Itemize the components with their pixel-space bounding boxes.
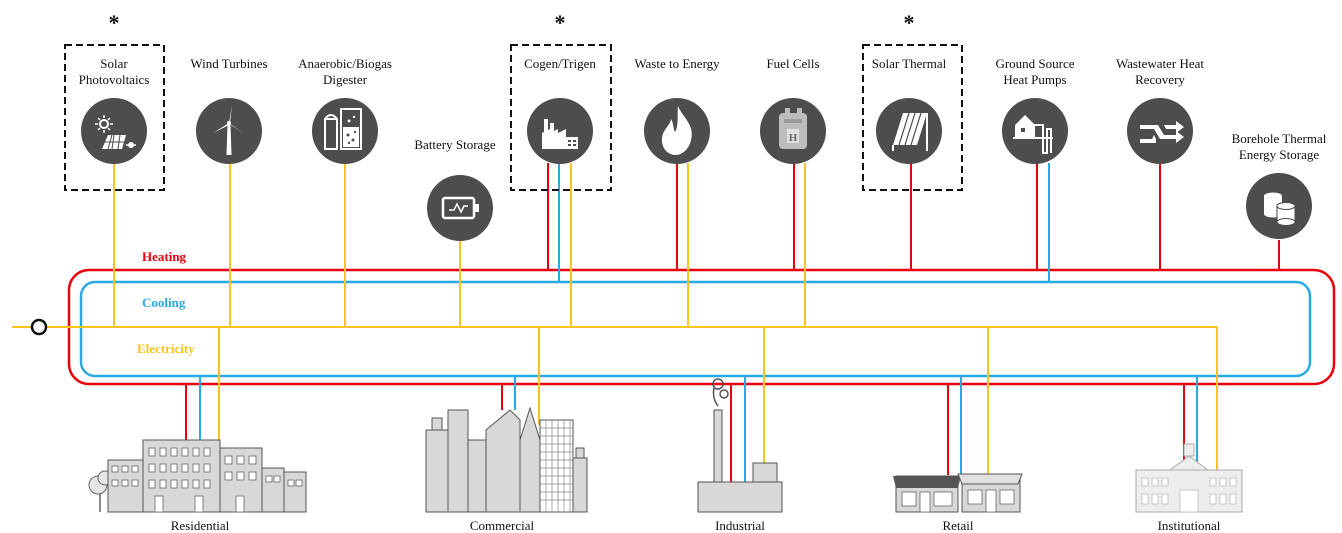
biogas-label: Anaerobic/Biogas bbox=[298, 56, 392, 71]
waste-label: Waste to Energy bbox=[634, 56, 720, 71]
solar-panel-icon bbox=[81, 98, 147, 164]
solar-pv-label-line2: Photovoltaics bbox=[79, 72, 150, 87]
cooling-loop bbox=[79, 280, 1312, 378]
gshp-label-line2: Heat Pumps bbox=[1003, 72, 1066, 87]
svg-text:H: H bbox=[789, 132, 798, 144]
solar-pv-highlight-box bbox=[64, 44, 165, 191]
solar-thermal-highlight-box bbox=[862, 44, 963, 191]
cooling-label: Cooling bbox=[142, 295, 186, 310]
solar-thermal-asterisk: * bbox=[904, 10, 915, 35]
institution-icon: Institutional bbox=[1135, 443, 1243, 533]
commercial-label: Commercial bbox=[470, 518, 535, 533]
fuel-cell-icon: H bbox=[760, 98, 826, 164]
wind-turbine-icon bbox=[196, 98, 262, 164]
heating-label: Heating bbox=[142, 249, 187, 264]
institutional-label: Institutional bbox=[1158, 518, 1221, 533]
consumer-connections bbox=[185, 327, 1218, 482]
industrial-label: Industrial bbox=[715, 518, 765, 533]
solar-pv-asterisk: * bbox=[109, 10, 120, 35]
solar-thermal-label: Solar Thermal bbox=[872, 56, 947, 71]
skyscrapers-icon: Commercial bbox=[425, 406, 588, 533]
cogen-label: Cogen/Trigen bbox=[524, 56, 596, 71]
fuelcell-label: Fuel Cells bbox=[766, 56, 819, 71]
solar-thermal-icon bbox=[876, 98, 942, 164]
grid-connection-node bbox=[30, 318, 48, 336]
retail-label: Retail bbox=[942, 518, 973, 533]
source-connections bbox=[113, 163, 1280, 327]
flame-icon bbox=[644, 98, 710, 164]
factory-icon bbox=[527, 98, 593, 164]
houses-icon: Residential bbox=[88, 439, 307, 533]
cogen-asterisk: * bbox=[555, 10, 566, 35]
storage-tanks-icon bbox=[1246, 173, 1312, 239]
industrial-plant-icon: Industrial bbox=[697, 378, 783, 533]
gshp-label: Ground Source bbox=[995, 56, 1074, 71]
biogas-label-line2: Digester bbox=[323, 72, 368, 87]
btes-label-line2: Energy Storage bbox=[1239, 147, 1319, 162]
btes-label: Borehole Thermal bbox=[1232, 131, 1327, 146]
wwhr-label-line2: Recovery bbox=[1135, 72, 1185, 87]
storefront-icon: Retail bbox=[893, 473, 1023, 533]
consumer-buildings: Residential Commercial bbox=[88, 378, 1243, 533]
wind-label: Wind Turbines bbox=[190, 56, 267, 71]
battery-icon bbox=[427, 175, 493, 241]
house-heat-pump-icon bbox=[1002, 98, 1068, 164]
highlight-markers: * * * bbox=[64, 10, 963, 191]
source-icons: H bbox=[81, 98, 1312, 241]
solar-pv-label: Solar bbox=[100, 56, 128, 71]
cogen-highlight-box bbox=[510, 44, 612, 191]
electricity-label: Electricity bbox=[137, 341, 195, 356]
battery-label: Battery Storage bbox=[414, 137, 495, 152]
wwhr-label: Wastewater Heat bbox=[1116, 56, 1204, 71]
source-labels: Solar Photovoltaics Wind Turbines Anaero… bbox=[79, 56, 1327, 162]
digester-icon bbox=[312, 98, 378, 164]
exchange-arrows-icon bbox=[1127, 98, 1193, 164]
residential-label: Residential bbox=[171, 518, 230, 533]
energy-loops: Heating Cooling Electricity bbox=[12, 249, 1336, 386]
